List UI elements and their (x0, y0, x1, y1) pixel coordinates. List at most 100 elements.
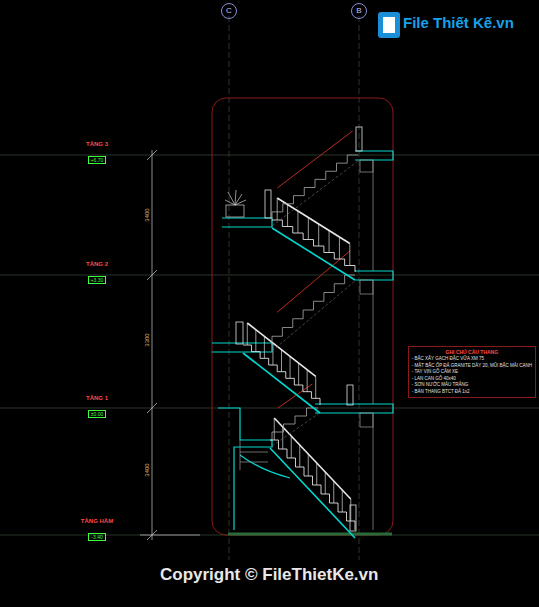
elevation-box: -3.40 (88, 533, 105, 541)
stair-stroke (339, 237, 340, 259)
note-line: - TAY VỊN GỖ CĂM XE (412, 369, 532, 376)
level-marker: TẦNG 3+6.70 (70, 141, 124, 166)
stair-stroke (277, 131, 352, 188)
stair-stroke (272, 432, 284, 433)
stair-stroke (336, 163, 337, 171)
grid-bubble: B (351, 3, 367, 19)
stair-stroke (298, 363, 299, 385)
stair-stroke (293, 196, 294, 204)
stair-stroke (320, 398, 321, 405)
stair-stroke (347, 155, 358, 156)
note-line: - LAN CAN GỖ 40x40 (412, 376, 532, 383)
stair-stroke (272, 211, 283, 212)
stair-stroke (302, 385, 303, 392)
stair-stroke (337, 163, 348, 164)
stair-stroke (282, 327, 292, 328)
note-line: - SƠN NƯỚC MÀU TRẮNG (412, 382, 532, 389)
notes-box: GHI CHÚ CẦU THANG- BẬC XÂY GẠCH ĐẶC VỮA … (408, 346, 536, 398)
stair-stroke (287, 449, 288, 458)
stair-stroke (304, 188, 305, 196)
stair-stroke (295, 458, 296, 467)
dimension-holder: 3400 (144, 463, 150, 476)
stair-stroke (313, 301, 314, 310)
elevation-box: +6.70 (88, 156, 107, 164)
stair-stroke (292, 319, 293, 328)
dimension: 3400 (144, 463, 150, 476)
stair-stroke (329, 494, 330, 503)
stair-stroke (334, 283, 344, 284)
stair-stroke (293, 318, 303, 319)
stair-stroke (270, 448, 355, 538)
stair-stroke (346, 512, 347, 521)
ground-line (228, 533, 392, 536)
stair-stroke (306, 408, 307, 416)
stair-stroke (292, 227, 293, 234)
grid-label: C (222, 4, 236, 18)
grid-label: B (352, 4, 366, 18)
stair-stroke (243, 353, 320, 413)
dimension-holder: 3300 (144, 333, 150, 346)
stair-stroke (284, 424, 296, 425)
stair-stroke (342, 490, 343, 512)
stair-stroke (312, 476, 313, 485)
watermark-logo: File Thiết Kế.vn (403, 14, 514, 31)
stair-stroke (334, 253, 335, 260)
stair-stroke (272, 212, 273, 220)
level-marker: TẦNG 2+3.30 (70, 261, 124, 286)
stair-stroke (272, 336, 273, 345)
stair-stroke (324, 292, 334, 293)
stair-stroke (318, 224, 319, 246)
stair-stroke (315, 179, 316, 187)
level-name: TẦNG 2 (70, 261, 124, 268)
stair-stroke (274, 418, 275, 440)
stair-stroke (315, 179, 326, 180)
stair-stroke (294, 195, 305, 196)
planter (225, 190, 246, 217)
stair-stroke (299, 445, 300, 467)
stair-stroke (308, 218, 309, 240)
watermark-logo-holder: File Thiết Kế.vn (403, 14, 514, 31)
dimension: 3400 (144, 208, 150, 221)
stair-stroke (287, 205, 288, 227)
stair-stroke (355, 521, 356, 530)
stair-stroke (251, 345, 252, 352)
stair-stroke (329, 231, 330, 253)
stair-stroke (308, 454, 309, 476)
stair-stroke (311, 392, 312, 399)
stair-stroke (274, 418, 351, 499)
stair-stroke (272, 161, 358, 226)
stair-stroke (295, 416, 307, 417)
slab-lines (212, 151, 393, 530)
note-line: - BẢN THANG BTCT ĐÁ 1x2 (412, 389, 532, 396)
notes-title: GHI CHÚ CẦU THANG (412, 349, 532, 356)
stair-stroke (323, 246, 324, 253)
level-name: TẦNG HẦM (70, 518, 124, 525)
elevation-box: ±0.00 (88, 410, 106, 418)
stair-stroke (277, 251, 350, 312)
stair-stroke (272, 228, 355, 280)
stair-stroke (297, 211, 298, 233)
stair-stroke (282, 204, 283, 212)
stair-stroke (291, 436, 292, 458)
stair-stroke (325, 171, 326, 179)
stair-stroke (315, 376, 316, 398)
stair-stroke (344, 275, 345, 284)
stair-stroke (304, 187, 315, 188)
stair-stroke (272, 343, 273, 365)
stair-flights (243, 131, 358, 538)
stair-stroke (295, 416, 296, 424)
dimension-holder: 3400 (144, 208, 150, 221)
stair-stroke (247, 323, 315, 376)
stair-stroke (264, 336, 265, 358)
stair-stroke (314, 301, 324, 302)
stair-stroke (277, 198, 278, 220)
stair-stroke (283, 424, 284, 432)
level-marker: TẦNG 1±0.00 (70, 395, 124, 420)
stair-stroke (313, 240, 314, 247)
grid-lines (0, 16, 539, 560)
copyright-watermark: Copyright © FileThietKe.vn (160, 565, 378, 585)
stair-stroke (282, 220, 283, 227)
stair-stroke (326, 171, 337, 172)
stair-stroke (255, 330, 256, 352)
stair-stroke (323, 293, 324, 302)
